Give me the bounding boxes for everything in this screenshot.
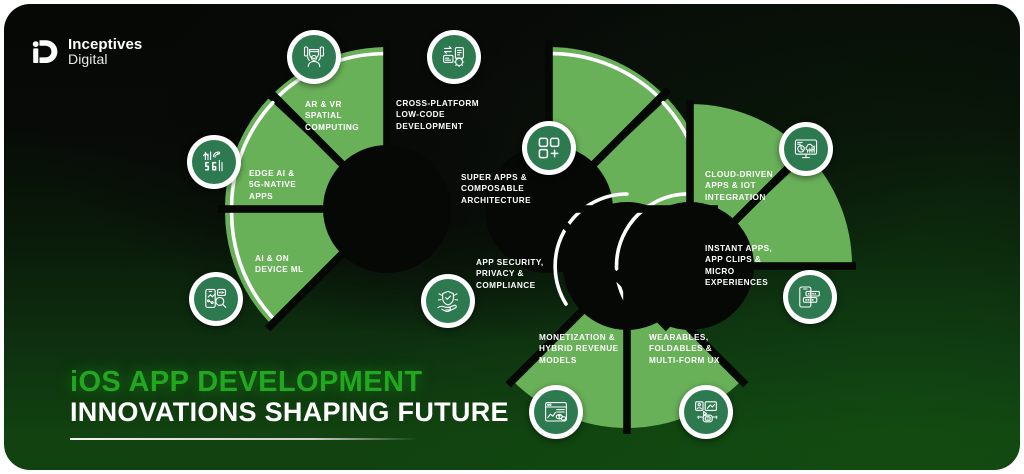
revenue-dashboard-coins-icon [534, 390, 578, 434]
right-donut-inner-arc [614, 192, 692, 307]
icon-bubble-ai-on-device-ml[interactable]: AI [189, 272, 243, 326]
icon-bubble-super-apps-composable-architecture[interactable] [522, 121, 576, 175]
wedge-separators [218, 40, 856, 434]
icon-bubble-instant-apps-app-clips-micro-experiences[interactable] [783, 270, 837, 324]
title-line-2: INNOVATIONS SHAPING FUTURE [70, 397, 509, 428]
lower-donut-inner-arc [553, 192, 629, 306]
icon-bubble-wearables-foldables-multi-form-ux[interactable]: 9 [679, 385, 733, 439]
icon-bubble-ar-vr-spatial-computing[interactable] [287, 30, 341, 84]
icon-bubble-cloud-driven-apps-iot-integration[interactable] [779, 122, 833, 176]
brand-logo: Inceptives Digital [32, 37, 142, 67]
svg-text:9: 9 [707, 417, 709, 421]
hand-shield-check-icon [426, 279, 470, 323]
inceptives-d-mark-icon [32, 37, 59, 66]
infographic-board: Inceptives Digital [4, 4, 1020, 470]
phone-ai-magnifier-icon: AI [194, 277, 238, 321]
5g-signal-tower-icon [192, 140, 236, 184]
title-underline [70, 438, 418, 440]
icon-bubble-cross-platform-low-code-development[interactable] [427, 30, 481, 84]
title-block: iOS APP DEVELOPMENT INNOVATIONS SHAPING … [70, 365, 509, 440]
donut-segment-diagram [4, 4, 1020, 470]
transfer-gear-code-icon [432, 35, 476, 79]
title-line-1: iOS APP DEVELOPMENT [70, 365, 423, 398]
brand-logo-text: Inceptives Digital [68, 37, 142, 67]
cloud-monitor-analytics-icon [784, 127, 828, 171]
smartwatch-devices-icon: 9 [684, 390, 728, 434]
vr-headset-user-icon [292, 35, 336, 79]
grid-plus-modules-icon [527, 126, 571, 170]
icon-bubble-edge-ai-5g-native-apps[interactable] [187, 135, 241, 189]
svg-text:AI: AI [220, 290, 224, 295]
brand-line2: Digital [68, 51, 108, 68]
brand-line1: Inceptives [68, 36, 143, 53]
icon-bubble-monetization-hybrid-revenue-models[interactable] [529, 385, 583, 439]
icon-bubble-app-security-privacy-compliance[interactable] [421, 274, 475, 328]
phone-app-clip-icon [788, 275, 832, 319]
